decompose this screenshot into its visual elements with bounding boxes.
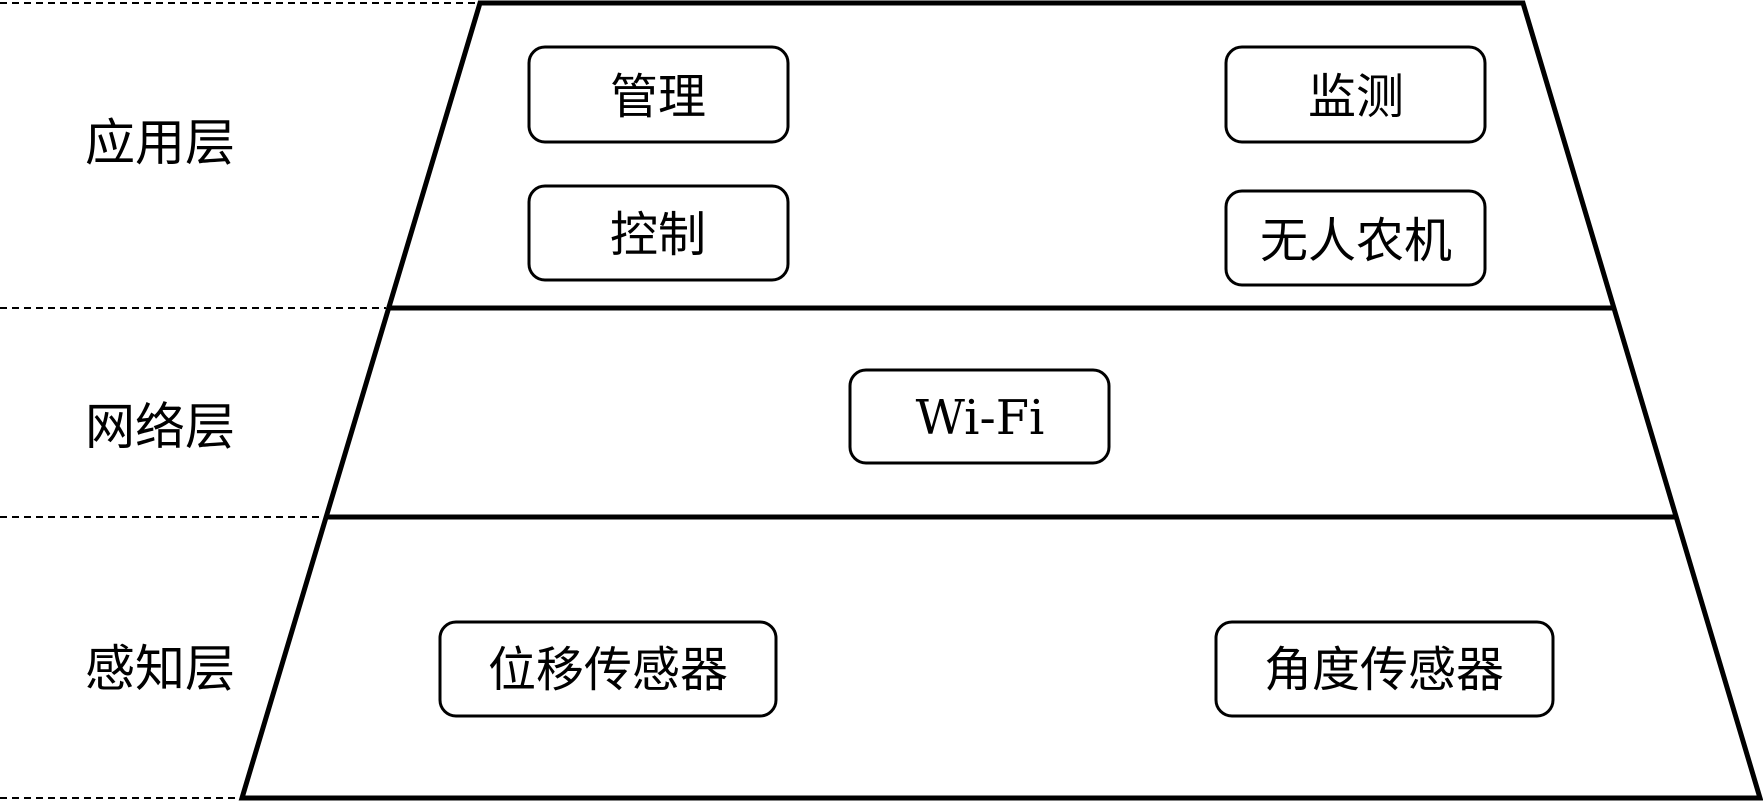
box-displacement-sensor-label: 位移传感器 — [488, 642, 728, 698]
box-unmanned-machinery-frame — [1224, 189, 1487, 287]
box-management-label: 管理 — [610, 69, 706, 125]
box-management: 管理 — [527, 45, 790, 144]
box-control: 控制 — [527, 184, 790, 282]
box-monitoring-frame — [1224, 45, 1487, 144]
box-wifi-label: Wi-Fi — [916, 390, 1045, 446]
pyramid-outline — [238, 0, 1763, 801]
box-management-frame — [527, 45, 790, 144]
box-wifi: Wi-Fi — [848, 368, 1111, 465]
box-wifi-frame — [848, 368, 1111, 465]
box-control-label: 控制 — [610, 207, 706, 263]
box-displacement-sensor: 位移传感器 — [438, 620, 778, 718]
box-displacement-sensor-frame — [438, 620, 778, 718]
layer-label-network: 网络层 — [85, 398, 235, 456]
box-angle-sensor-frame — [1214, 620, 1555, 718]
layer-label-application: 应用层 — [85, 114, 235, 172]
box-unmanned-machinery: 无人农机 — [1224, 189, 1487, 287]
box-monitoring: 监测 — [1224, 45, 1487, 144]
layer-label-perception: 感知层 — [85, 640, 235, 698]
box-monitoring-label: 监测 — [1308, 69, 1404, 125]
box-angle-sensor-label: 角度传感器 — [1264, 642, 1504, 698]
box-unmanned-machinery-label: 无人农机 — [1260, 213, 1452, 269]
box-control-frame — [527, 184, 790, 282]
box-angle-sensor: 角度传感器 — [1214, 620, 1555, 718]
dashed-guides — [0, 2, 480, 799]
